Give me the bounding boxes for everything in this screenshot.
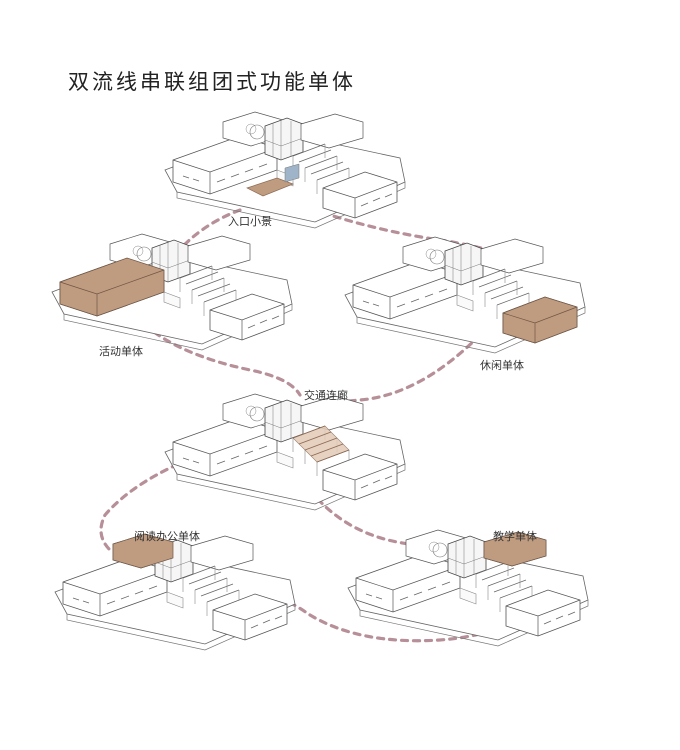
model-entrance — [164, 111, 406, 229]
flow-path-leisure-corridor — [323, 333, 482, 407]
label-entrance: 入口小景 — [228, 215, 272, 228]
leisure-highlight — [502, 296, 578, 344]
model-reading-office — [54, 533, 296, 651]
entrance-highlight — [246, 177, 294, 197]
model-activity — [51, 233, 293, 351]
label-reading-office: 阅读办公单体 — [134, 530, 200, 543]
flow-path-corridor-reading — [99, 453, 202, 552]
label-corridor: 交通连廊 — [304, 389, 348, 402]
flow-path-activity-corridor — [143, 323, 302, 397]
label-leisure: 休闲单体 — [480, 359, 524, 372]
model-teaching — [347, 529, 589, 647]
page-title: 双流线串联组团式功能单体 — [68, 70, 356, 94]
model-leisure — [344, 236, 586, 354]
label-activity: 活动单体 — [99, 345, 143, 358]
flow-path-entrance-activity — [148, 208, 242, 322]
reading-office-highlight — [112, 533, 174, 569]
label-teaching: 教学单体 — [493, 530, 537, 543]
model-corridor — [164, 393, 406, 511]
activity-highlight — [59, 257, 165, 317]
teaching-highlight — [483, 531, 547, 567]
